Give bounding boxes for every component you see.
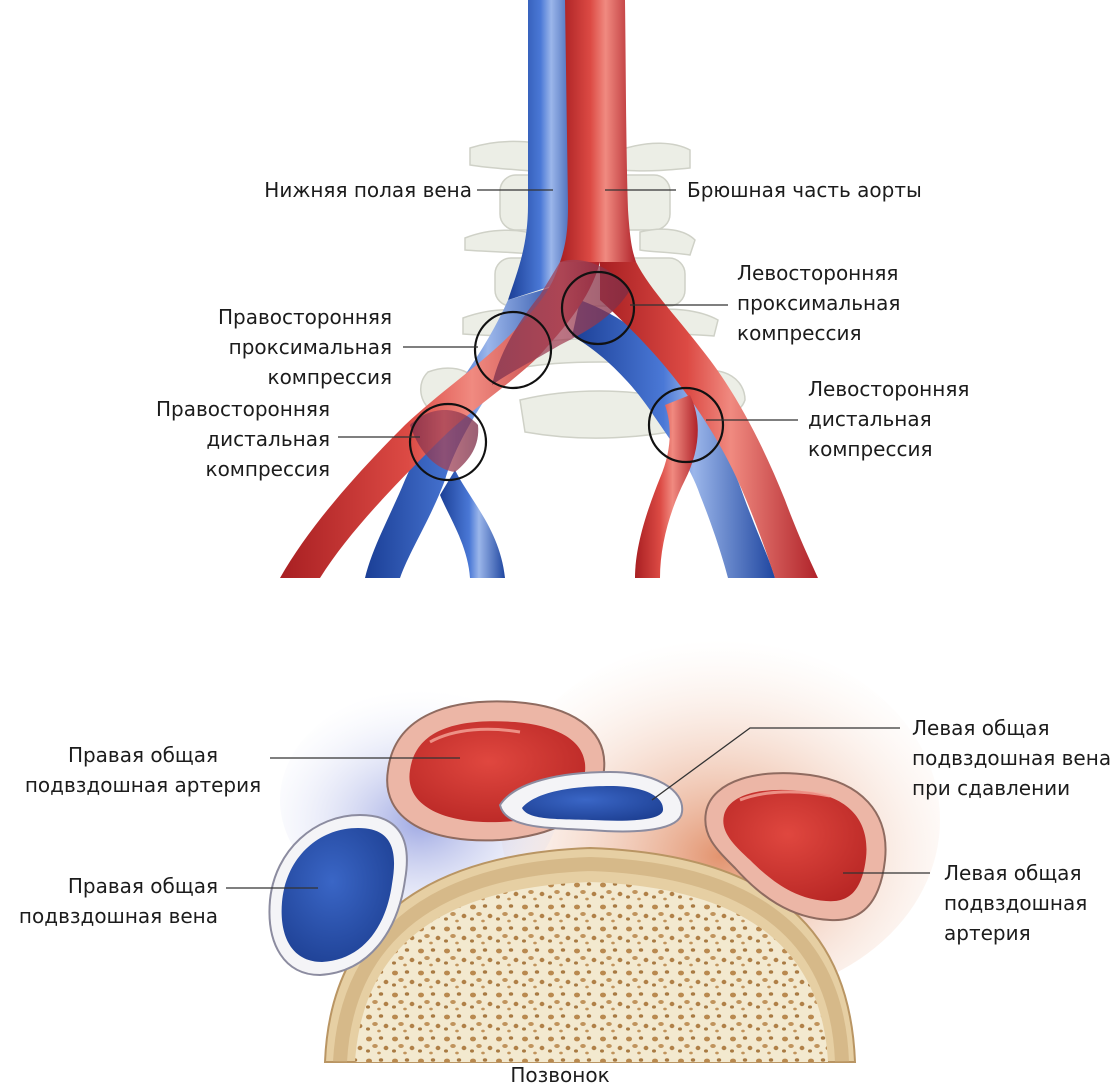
right-proximal-line-1: Правосторонняя — [218, 302, 392, 332]
right-proximal-line-2: проксимальная — [218, 332, 392, 362]
right-distal-compression-label: Правосторонняя дистальная компрессия — [156, 394, 330, 484]
left-distal-compression-label: Левосторонняя дистальная компрессия — [808, 374, 969, 464]
right-artery-line-2: подвздошная артерия — [18, 770, 268, 800]
right-common-iliac-artery-label: Правая общая подвздошная артерия — [18, 740, 268, 800]
right-artery-line-1: Правая общая — [18, 740, 268, 770]
aorta-label-text: Брюшная часть аорты — [687, 175, 922, 205]
left-proximal-line-3: компрессия — [737, 318, 900, 348]
vertebra-label: Позвонок — [470, 1060, 650, 1090]
left-vein-line-3: при сдавлении — [912, 773, 1111, 803]
left-proximal-line-2: проксимальная — [737, 288, 900, 318]
ivc-label-text: Нижняя полая вена — [264, 175, 472, 205]
left-common-iliac-vein-label: Левая общая подвздошная вена при сдавлен… — [912, 713, 1111, 803]
left-distal-line-2: дистальная — [808, 404, 969, 434]
left-artery-line-1: Левая общая — [944, 858, 1087, 888]
left-artery-line-3: артерия — [944, 918, 1087, 948]
left-distal-line-1: Левосторонняя — [808, 374, 969, 404]
left-vein-line-2: подвздошная вена — [912, 743, 1111, 773]
left-proximal-compression-label: Левосторонняя проксимальная компрессия — [737, 258, 900, 348]
right-vein-line-2: подвздошная вена — [19, 901, 218, 931]
left-artery-line-2: подвздошная — [944, 888, 1087, 918]
left-distal-line-3: компрессия — [808, 434, 969, 464]
ivc-label: Нижняя полая вена — [264, 175, 472, 205]
abdominal-aorta — [560, 0, 636, 262]
aorta-label: Брюшная часть аорты — [687, 175, 922, 205]
right-proximal-line-3: компрессия — [218, 362, 392, 392]
right-vein-line-1: Правая общая — [19, 871, 218, 901]
right-distal-line-3: компрессия — [156, 454, 330, 484]
left-vein-line-1: Левая общая — [912, 713, 1111, 743]
right-distal-line-2: дистальная — [156, 424, 330, 454]
right-proximal-compression-label: Правосторонняя проксимальная компрессия — [218, 302, 392, 392]
left-common-iliac-artery-label: Левая общая подвздошная артерия — [944, 858, 1087, 948]
right-common-iliac-vein-label: Правая общая подвздошная вена — [19, 871, 218, 931]
left-proximal-line-1: Левосторонняя — [737, 258, 900, 288]
vertebra-label-text: Позвонок — [470, 1060, 650, 1090]
right-distal-line-1: Правосторонняя — [156, 394, 330, 424]
